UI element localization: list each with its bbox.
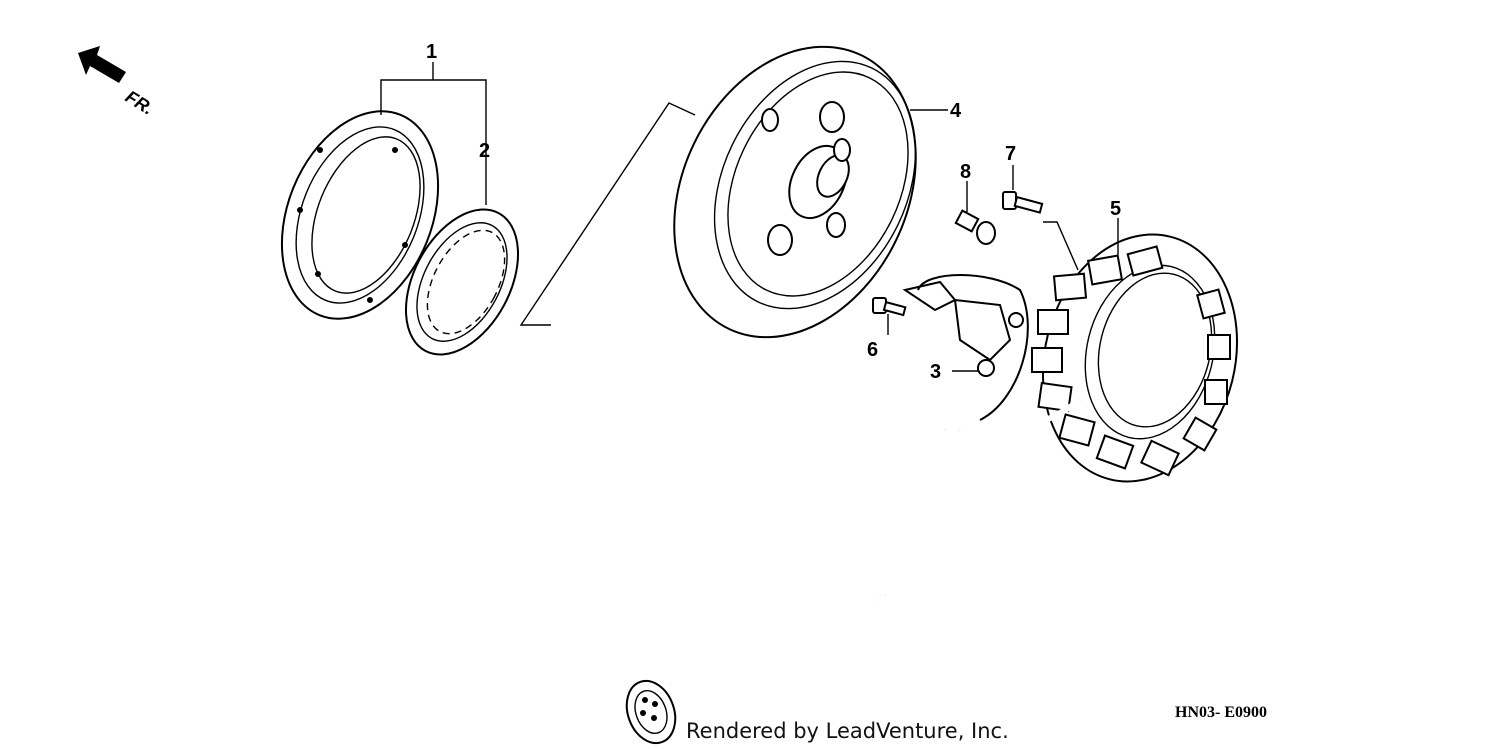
callout-1: 1: [426, 41, 437, 63]
pulser-generator: [902, 274, 1029, 421]
callout-6: 6: [867, 339, 878, 361]
stator-bolt: [1002, 191, 1044, 214]
flywheel-bolt: [954, 209, 996, 245]
callout-3: 3: [930, 361, 941, 383]
one-way-clutch: [404, 208, 520, 356]
diagram-code: HN03- E0900: [1175, 704, 1267, 721]
callout-4: 4: [950, 100, 962, 122]
credit-text: Rendered by LeadVenture, Inc.: [686, 719, 1009, 743]
starter-clutch-housing: [280, 110, 440, 320]
stator: [1031, 233, 1239, 483]
pulser-bolt: [872, 297, 907, 317]
callout-7: 7: [1005, 143, 1016, 165]
wire-connector: [625, 679, 677, 745]
callout-5: 5: [1110, 198, 1121, 220]
flywheel: [673, 45, 917, 339]
front-direction-label: FR.: [122, 86, 157, 118]
front-direction-arrow-icon: [78, 46, 126, 83]
leader-lines: [380, 62, 1119, 372]
wire-harness: [668, 397, 1082, 692]
callout-8: 8: [960, 161, 971, 183]
callout-2: 2: [479, 140, 490, 162]
